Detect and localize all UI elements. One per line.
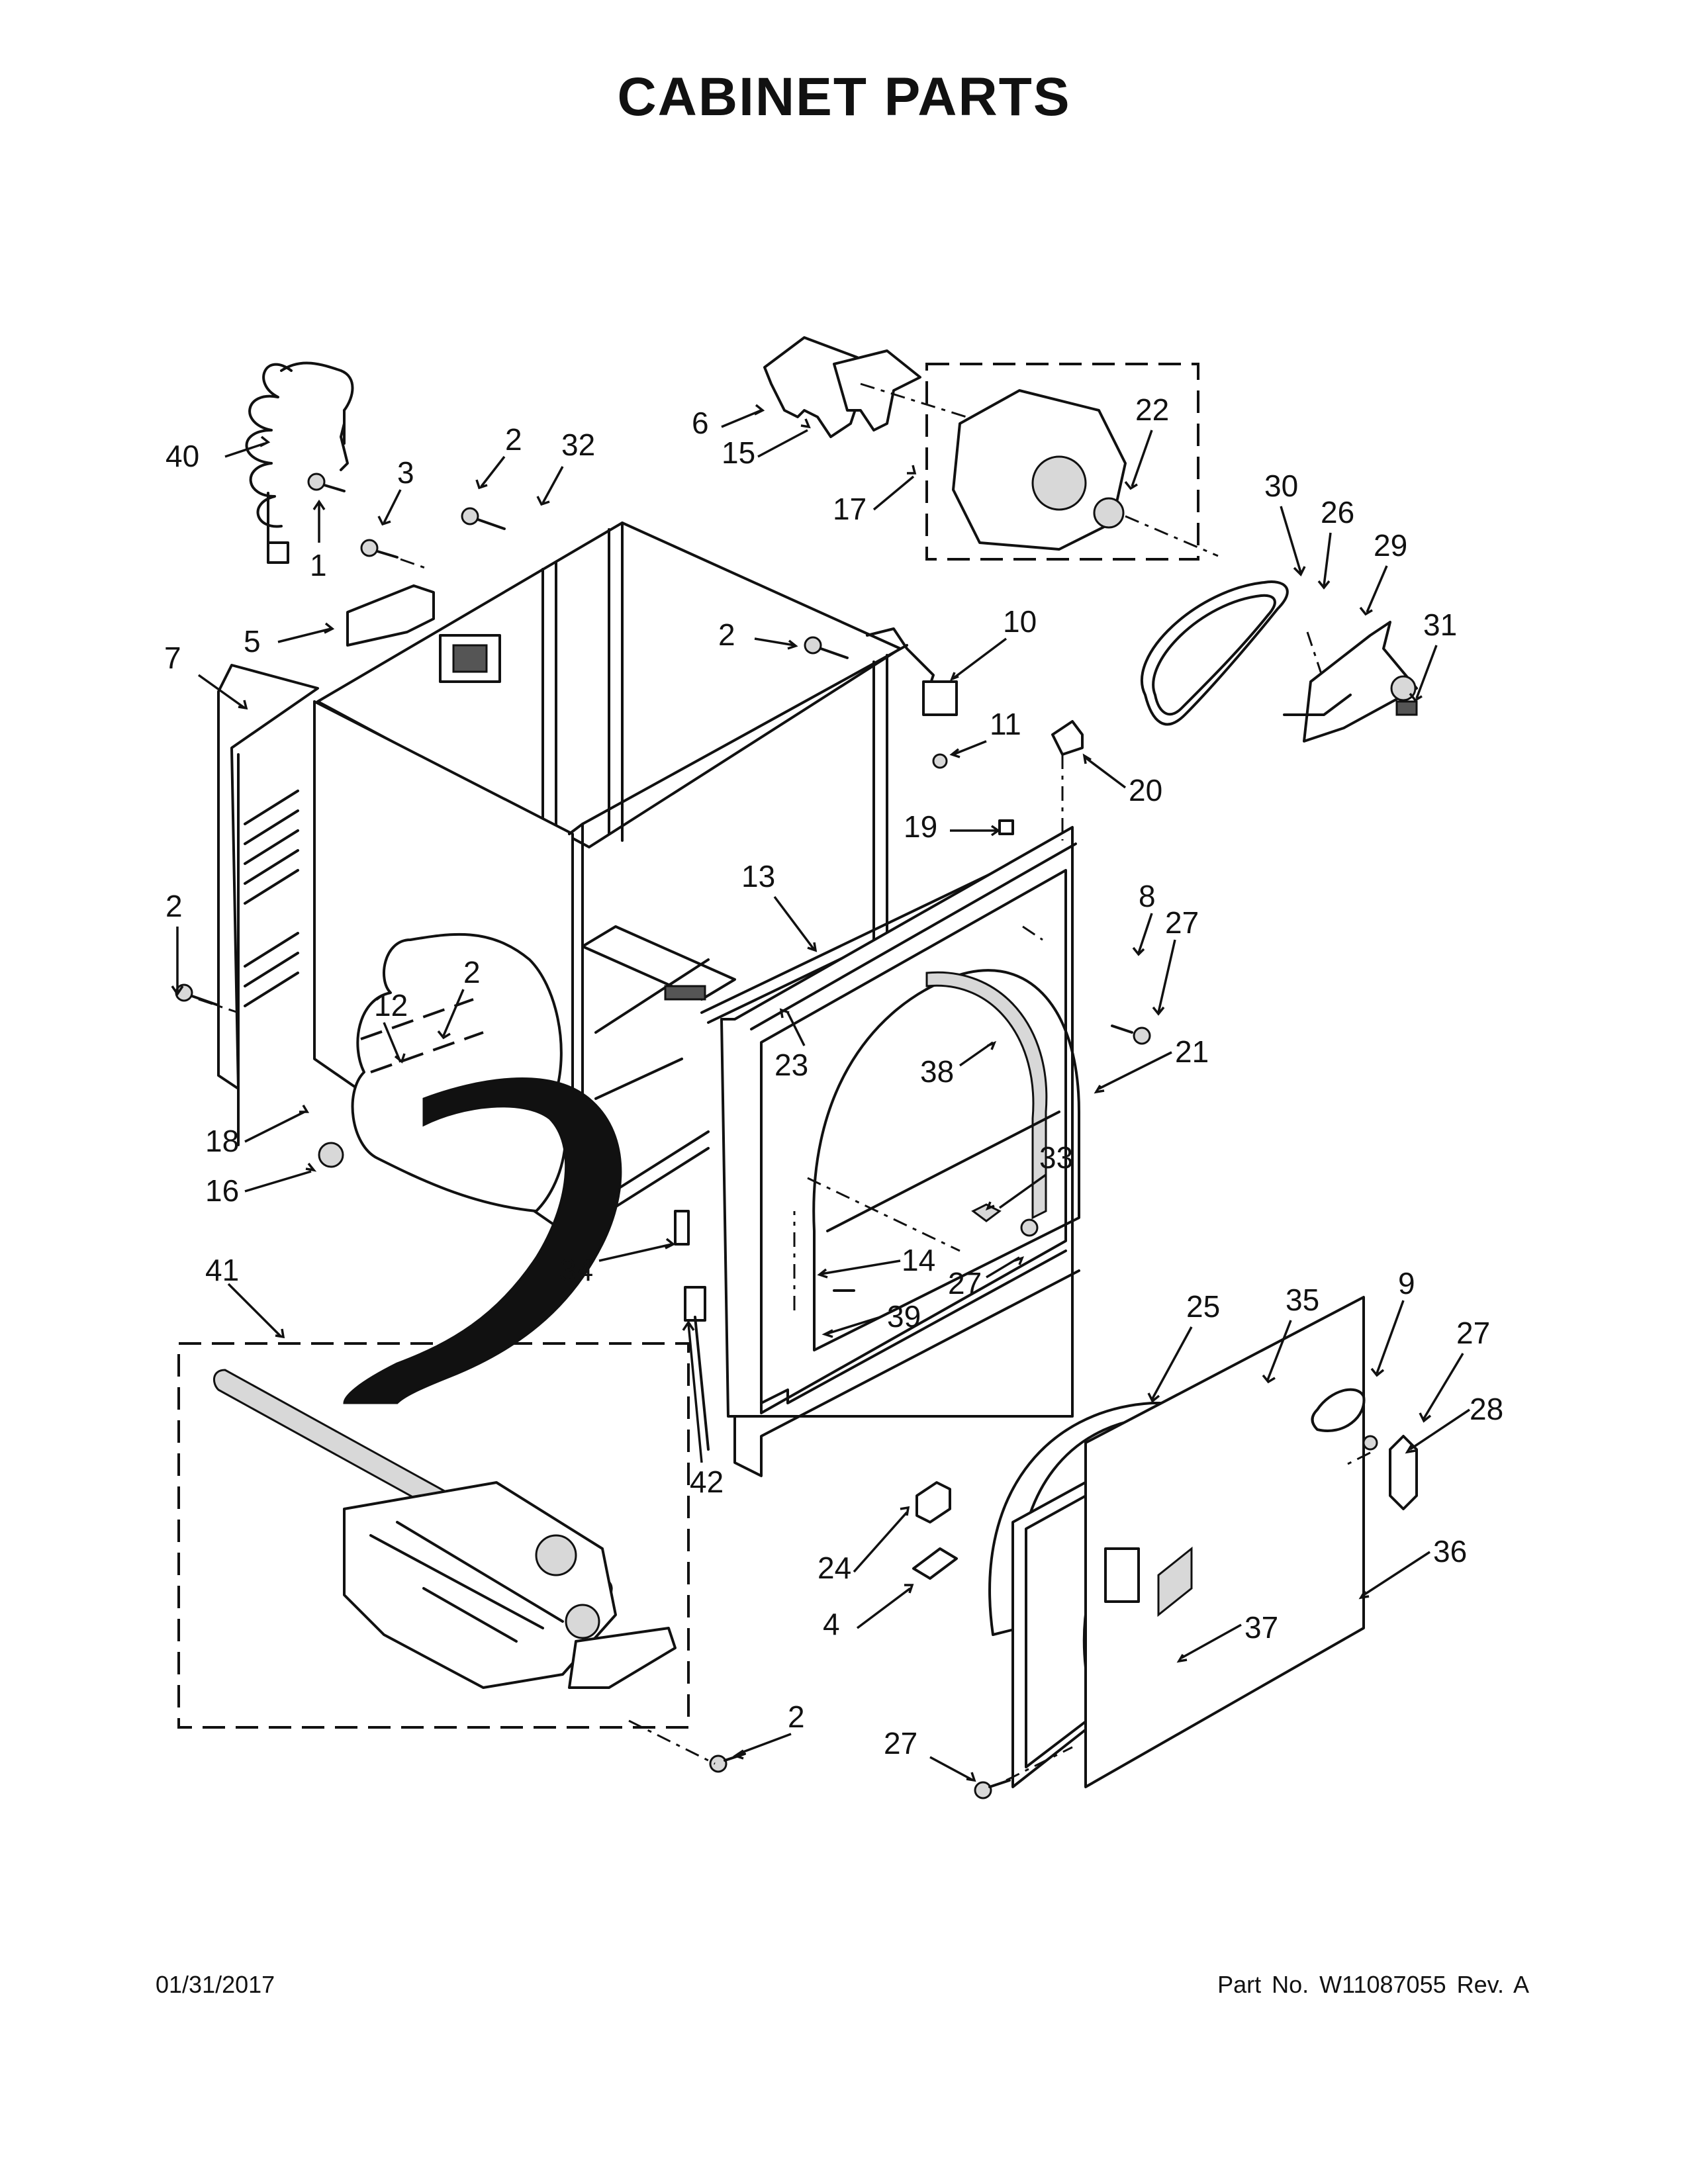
footer-date: 01/31/2017 [156, 1971, 275, 1998]
callout-label: 4 [823, 1607, 840, 1641]
callout-label: 38 [920, 1054, 954, 1089]
callout-label: 42 [690, 1465, 724, 1499]
callout-label: 40 [165, 439, 199, 473]
callout-label: 24 [818, 1551, 851, 1585]
bracket-20 [998, 720, 1084, 841]
callout-label: 1 [310, 548, 327, 582]
callout-label: 31 [1423, 608, 1457, 642]
callout-label: 27 [1456, 1316, 1490, 1350]
callout-label: 3 [397, 455, 414, 490]
callout-label: 18 [205, 1124, 239, 1158]
callout-label: 17 [833, 492, 867, 526]
callout-label: 28 [1470, 1392, 1503, 1426]
callout-label: 34 [559, 1253, 593, 1287]
cabinet-body-part [217, 522, 908, 1404]
footer-part-number: Part No. W11087055 Rev. A [1217, 1971, 1529, 1998]
callout-label: 37 [1244, 1610, 1278, 1645]
callout-label: 32 [561, 428, 595, 462]
front-panel-part [720, 826, 1080, 1477]
callout-label: 39 [887, 1299, 921, 1334]
callout-label: 25 [1186, 1289, 1220, 1324]
callout-label: 21 [1175, 1034, 1209, 1069]
callout-label: 6 [692, 406, 709, 440]
door-cap-and-hinge [1311, 1388, 1418, 1510]
callout-label: 35 [1286, 1283, 1319, 1317]
callout-label: 29 [1374, 528, 1407, 563]
small-screws-left [307, 473, 435, 647]
callout-label: 15 [722, 435, 755, 470]
vent-slots [244, 790, 299, 1007]
callout-label: 10 [1003, 604, 1037, 639]
power-cord-part [245, 361, 354, 564]
callout-label: 16 [205, 1173, 239, 1208]
callout-label: 30 [1264, 469, 1298, 503]
callout-label: 33 [1039, 1140, 1073, 1175]
callout-label: 7 [164, 641, 181, 675]
idler-assembly-part [1283, 621, 1418, 743]
callout-label: 27 [884, 1726, 917, 1760]
callout-label: 22 [1135, 392, 1169, 427]
callout-label: 36 [1433, 1534, 1467, 1569]
drive-belt-part [1140, 580, 1289, 726]
callout-label: 23 [774, 1048, 808, 1082]
callout-label: 20 [1129, 773, 1162, 807]
callout-label: 8 [1139, 879, 1156, 913]
callout-label: 14 [902, 1243, 935, 1277]
small-blocks [674, 1210, 710, 1451]
burner-assembly-part [177, 1342, 690, 1729]
callout-label: 2 [505, 422, 522, 457]
door-assembly-part [988, 1296, 1365, 1788]
page-title: CABINET PARTS [617, 67, 1071, 127]
callout-label: 19 [904, 809, 937, 844]
callout-label: 2 [718, 617, 735, 652]
callout-labels: 40 1 3 2 32 5 7 6 15 17 22 30 26 29 31 2… [164, 392, 1503, 1760]
callout-label: 2 [788, 1700, 805, 1734]
leader-arrows [171, 404, 1470, 1782]
misc-screws [175, 507, 1151, 1799]
callout-label: 9 [1398, 1266, 1415, 1300]
door-switch-harness [866, 627, 958, 769]
callout-label: 27 [1165, 905, 1199, 940]
motor-assembly-part [763, 336, 1219, 561]
callout-label: 2 [463, 955, 481, 989]
callout-label: 13 [741, 859, 775, 893]
alignment-lines [198, 925, 1371, 1782]
callout-label: 27 [948, 1266, 982, 1300]
callout-label: 5 [244, 624, 261, 659]
callout-label: 26 [1321, 495, 1354, 529]
callout-label: 11 [990, 707, 1021, 741]
callout-label: 12 [374, 988, 408, 1023]
door-latch-parts [912, 1481, 958, 1580]
callout-label: 2 [165, 889, 183, 923]
callout-label: 41 [205, 1253, 239, 1287]
